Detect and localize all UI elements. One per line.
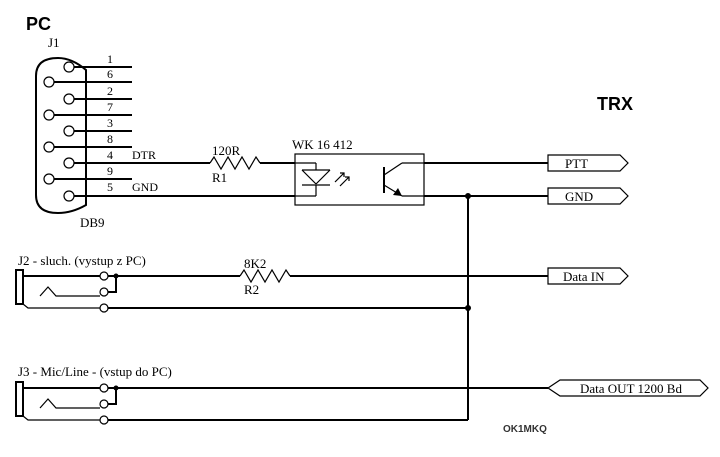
pin-8 — [43, 141, 55, 153]
pin-5-number: 5 — [107, 180, 113, 194]
j2-terminal-tip — [99, 271, 109, 281]
j2-bridge — [108, 275, 117, 293]
r1-value: 120R — [212, 143, 241, 158]
data-out-label: Data OUT 1200 Bd — [580, 381, 682, 396]
led-triangle-left — [301, 169, 317, 185]
j3-sleeve — [22, 415, 100, 421]
j2-ring-spring — [39, 286, 100, 297]
pin-8-number: 8 — [107, 132, 113, 146]
pin-4 — [63, 157, 75, 169]
data-in-label: Data IN — [563, 269, 605, 284]
pin-4-number: 4 — [107, 148, 113, 162]
j3-body — [15, 381, 24, 417]
j1-label: J1 — [48, 35, 60, 50]
pin-3-number: 3 — [107, 116, 113, 130]
pin-9-number: 9 — [107, 164, 113, 178]
pin-2-number: 2 — [107, 84, 113, 98]
j2-label: J2 - sluch. (vystup z PC) — [18, 253, 146, 268]
r1-name: R1 — [212, 170, 227, 185]
j2-jack — [15, 269, 119, 313]
j3-terminal-ring — [99, 399, 109, 409]
r2-resistor — [239, 268, 291, 284]
light-arrow-2 — [339, 176, 350, 187]
pin-6 — [43, 76, 55, 88]
j2-terminal-sleeve — [99, 303, 109, 313]
pin-5 — [63, 190, 75, 202]
pin-6-number: 6 — [107, 67, 113, 81]
transistor-emitter-arrow — [393, 188, 402, 196]
j2-terminal-ring — [99, 287, 109, 297]
j3-label: J3 - Mic/Line - (vstup do PC) — [18, 364, 172, 379]
db9-label: DB9 — [80, 215, 105, 230]
dtr-label: DTR — [132, 148, 156, 162]
gnd-label: GND — [565, 189, 593, 204]
transistor-collector — [383, 162, 403, 176]
opto-label: WK 16 412 — [292, 137, 353, 152]
pin-1-number: 1 — [107, 52, 113, 66]
author-callsign: OK1MKQ — [503, 424, 547, 435]
pc-title: PC — [26, 14, 51, 34]
light-arrow-1 — [334, 172, 345, 183]
ptt-label: PTT — [565, 156, 588, 171]
ptt-connector — [547, 154, 629, 172]
r1-resistor — [209, 155, 261, 171]
pin-3 — [63, 125, 75, 137]
pin-7 — [43, 109, 55, 121]
r2-name: R2 — [244, 282, 259, 297]
j3-bridge — [108, 387, 117, 405]
pin-2 — [63, 93, 75, 105]
trx-title: TRX — [597, 94, 633, 114]
data-in-connector — [547, 267, 629, 285]
j3-jack — [15, 381, 119, 425]
j2-body — [15, 269, 24, 305]
phototransistor-symbol — [383, 162, 424, 197]
led-symbol — [295, 162, 350, 197]
db9-shell — [35, 56, 87, 215]
pin-7-number: 7 — [107, 100, 113, 114]
led-triangle-right — [315, 169, 331, 185]
optocoupler-box — [294, 153, 425, 206]
gnd-pin-label: GND — [132, 180, 158, 194]
db9-pins: 1 6 2 7 3 8 4 DTR 9 5 GND — [43, 52, 295, 202]
j3-terminal-sleeve — [99, 415, 109, 425]
light-arrow-1-head — [340, 172, 345, 177]
pin-1 — [63, 61, 75, 73]
light-arrow-2-head — [345, 176, 350, 181]
gnd-connector — [547, 187, 629, 205]
pin-9 — [43, 173, 55, 185]
j3-ring-spring — [39, 398, 100, 409]
j3-terminal-tip — [99, 383, 109, 393]
j2-sleeve — [22, 303, 100, 309]
junction-gnd-top — [465, 193, 471, 199]
r2-value: 8K2 — [244, 256, 266, 271]
